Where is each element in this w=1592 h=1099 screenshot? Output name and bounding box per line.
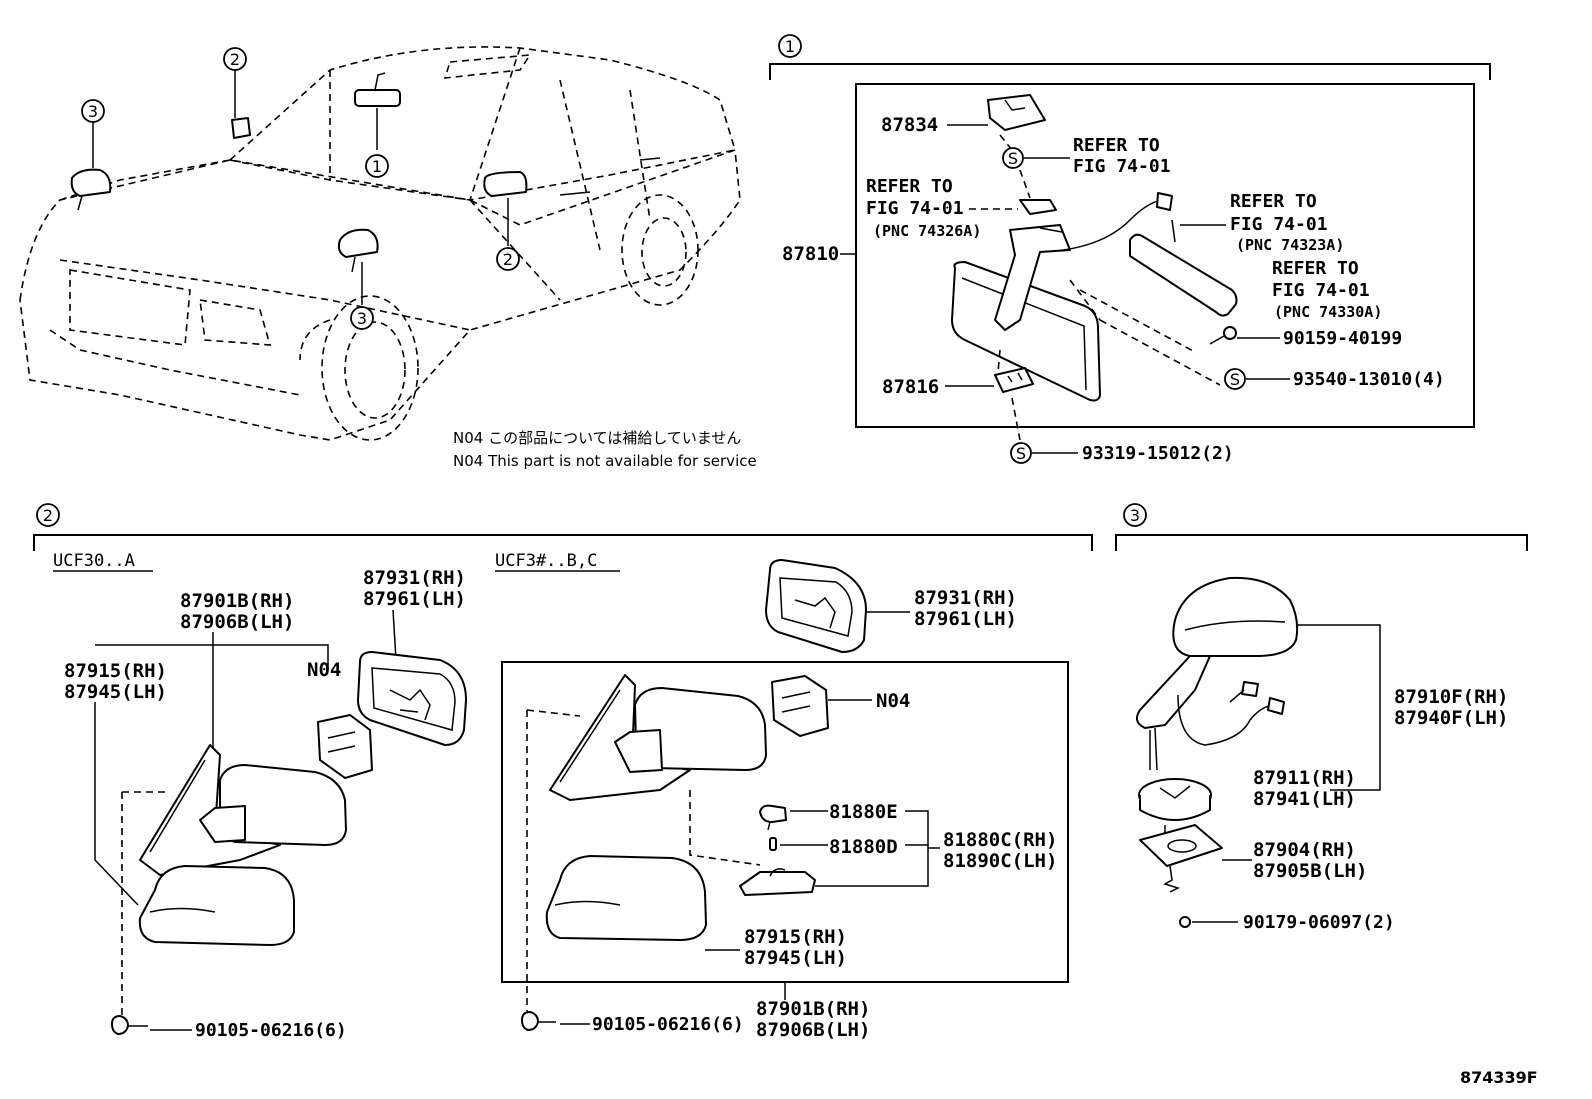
figure-code: 874339F [1460, 1068, 1538, 1087]
refer-3-line-1: REFER TO [1230, 191, 1317, 212]
standard-part-s-3: S [1016, 444, 1026, 463]
note-n04-japanese: N04 この部品については補給していません [453, 429, 741, 447]
part-a-n04: N04 [307, 659, 341, 681]
part-90159-40199: 90159-40199 [1283, 328, 1402, 349]
part-87816: 87816 [882, 376, 939, 398]
callout-3-fender-mirror: 3 [357, 309, 367, 328]
section-3-fender-mirror: 3 87910F(RH) 87940F(LH) 87911(RH) 87941(… [1115, 503, 1528, 933]
refer-2-line-3: (PNC 74326A) [873, 222, 981, 240]
part-87940f-lh: 87940F(LH) [1394, 707, 1508, 729]
callout-3-mirror-left: 3 [88, 102, 98, 121]
section-2-outer-mirror: 2 UCF30..A 87901B(RH) 87906B(LH) 87915(R… [33, 503, 1093, 1041]
callout-2-mirror-left: 2 [230, 50, 240, 69]
part-bc-87915-rh: 87915(RH) [744, 926, 847, 948]
refer-3-line-3: (PNC 74323A) [1236, 236, 1344, 254]
part-bc-87901b-rh: 87901B(RH) [756, 998, 870, 1020]
variant-ucf3-bc: UCF3#..B,C [495, 551, 597, 571]
part-87904-rh: 87904(RH) [1253, 839, 1356, 861]
callout-2-mirror-right: 2 [503, 250, 513, 269]
part-a-87931-rh: 87931(RH) [363, 567, 466, 589]
section-2-label: 2 [43, 506, 53, 525]
refer-4-line-2: FIG 74-01 [1272, 280, 1370, 301]
part-a-87906b-lh: 87906B(LH) [180, 611, 294, 633]
section-1-inner-mirror: 1 87834 S REFER TO FIG 74-01 REFER TO FI… [769, 34, 1491, 464]
car-illustration [19, 46, 741, 441]
part-bc-87945-lh: 87945(LH) [744, 947, 847, 969]
part-93540-13010: 93540-13010(4) [1293, 369, 1445, 390]
part-bc-81880e: 81880E [829, 801, 898, 823]
part-bc-87961-lh: 87961(LH) [914, 608, 1017, 630]
part-bc-87906b-lh: 87906B(LH) [756, 1019, 870, 1041]
refer-2-line-2: FIG 74-01 [866, 198, 964, 219]
part-a-90105-06216: 90105-06216(6) [195, 1020, 347, 1041]
part-90179-06097: 90179-06097(2) [1243, 912, 1395, 933]
part-87905b-lh: 87905B(LH) [1253, 860, 1367, 882]
part-87911-rh: 87911(RH) [1253, 767, 1356, 789]
part-bc-90105-06216: 90105-06216(6) [592, 1014, 744, 1035]
refer-4-line-3: (PNC 74330A) [1274, 303, 1382, 321]
refer-1-line-2: FIG 74-01 [1073, 156, 1171, 177]
refer-3-line-2: FIG 74-01 [1230, 214, 1328, 235]
part-87810: 87810 [782, 243, 839, 265]
part-bc-81890c-lh: 81890C(LH) [943, 850, 1057, 872]
part-a-87961-lh: 87961(LH) [363, 588, 466, 610]
refer-4-line-1: REFER TO [1272, 258, 1359, 279]
section-3-label: 3 [1130, 506, 1140, 525]
part-a-87901b-rh: 87901B(RH) [180, 590, 294, 612]
part-bc-87931-rh: 87931(RH) [914, 587, 1017, 609]
section-1-label: 1 [785, 37, 795, 56]
callout-1-inner-mirror: 1 [372, 157, 382, 176]
part-87941-lh: 87941(LH) [1253, 788, 1356, 810]
standard-part-s-2: S [1230, 370, 1240, 389]
car-callouts: 3 2 1 2 3 [81, 47, 520, 330]
part-93319-15012: 93319-15012(2) [1082, 443, 1234, 464]
refer-1-line-1: REFER TO [1073, 135, 1160, 156]
variant-ucf30-a: UCF30..A [53, 551, 135, 571]
part-bc-n04: N04 [876, 690, 910, 712]
part-bc-81880c-rh: 81880C(RH) [943, 829, 1057, 851]
part-a-87945-lh: 87945(LH) [64, 681, 167, 703]
standard-part-s-1: S [1008, 149, 1018, 168]
part-bc-81880d: 81880D [829, 836, 898, 858]
part-87834: 87834 [881, 114, 938, 136]
part-87910f-rh: 87910F(RH) [1394, 686, 1508, 708]
refer-2-line-1: REFER TO [866, 176, 953, 197]
note-n04-english: N04 This part is not available for servi… [453, 452, 757, 470]
part-a-87915-rh: 87915(RH) [64, 660, 167, 682]
